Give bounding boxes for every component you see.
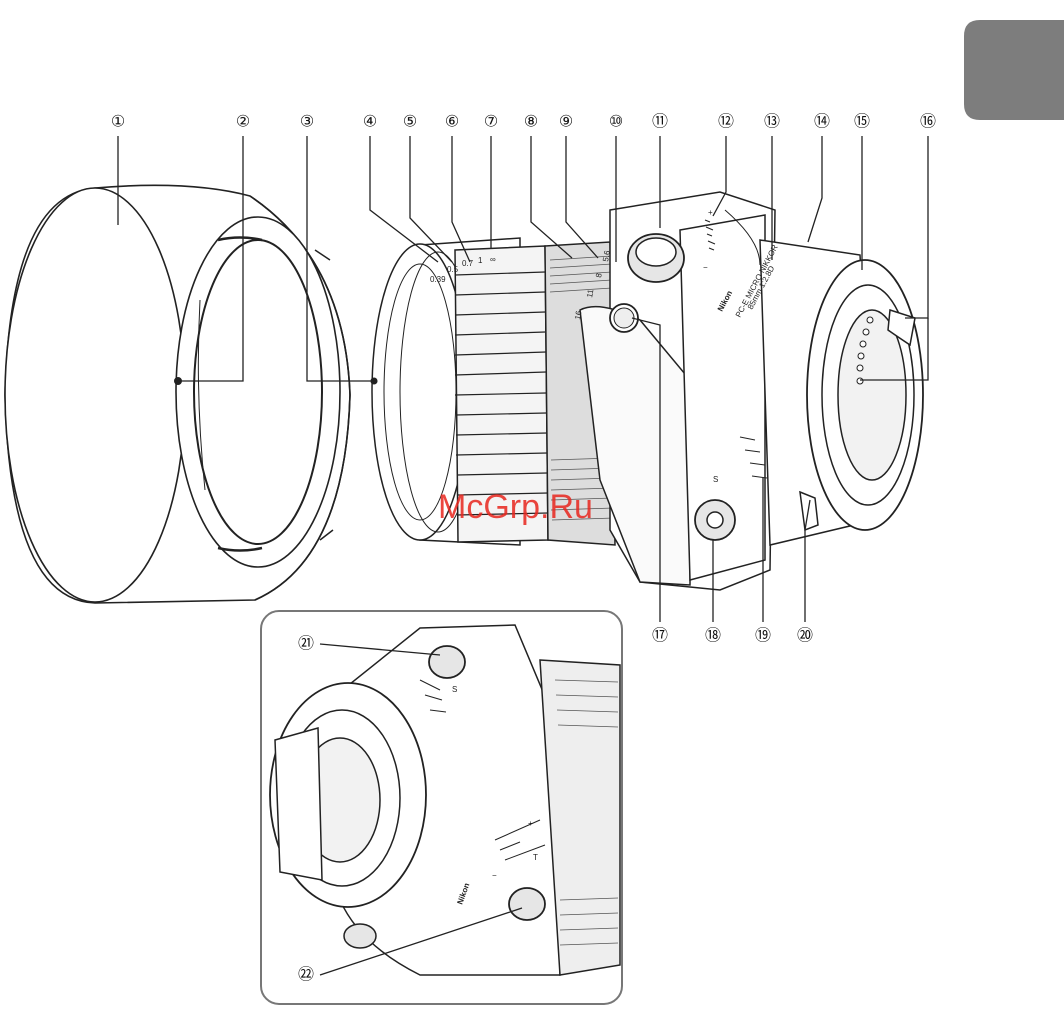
- callout-17: ⑰: [652, 627, 668, 645]
- inset-shift-s-mark: S: [452, 685, 457, 694]
- callout-5: ⑤: [403, 114, 417, 131]
- callout-22: ㉒: [298, 966, 314, 984]
- distance-mark-5: ∞: [490, 255, 496, 264]
- callout-21: ㉑: [298, 635, 314, 653]
- callout-3: ③: [300, 114, 314, 131]
- callout-13: ⑬: [764, 113, 780, 131]
- callout-16: ⑯: [920, 113, 936, 131]
- distance-mark-2: 0.5: [447, 265, 459, 274]
- watermark: McGrp.Ru: [438, 488, 593, 526]
- tilt-minus-mark: −: [703, 263, 708, 272]
- callout-10: ⑩: [609, 114, 623, 131]
- lens-body: [371, 192, 923, 590]
- callout-12: ⑫: [718, 113, 734, 131]
- inset-tilt-minus-mark: −: [492, 871, 497, 880]
- callout-20: ⑳: [797, 627, 813, 645]
- callout-7: ⑦: [484, 114, 498, 131]
- page-tab: [964, 20, 1064, 120]
- shift-s-mark: S: [713, 475, 718, 484]
- callout-18: ⑱: [705, 627, 721, 645]
- tilt-plus-mark: +: [708, 208, 713, 217]
- callout-2: ②: [236, 114, 250, 131]
- callout-6: ⑥: [445, 114, 459, 131]
- inset-tilt-t-mark: T: [533, 853, 538, 862]
- distance-mark-1: 0.39: [430, 275, 446, 284]
- callout-8: ⑧: [524, 114, 538, 131]
- callout-14: ⑭: [814, 113, 830, 131]
- lens-hood: [5, 185, 350, 603]
- inset-tilt-plus-mark: +: [528, 819, 533, 828]
- callout-15: ⑮: [854, 113, 870, 131]
- callout-19: ⑲: [755, 627, 771, 645]
- callout-11: ⑪: [652, 113, 668, 131]
- callout-1: ①: [111, 114, 125, 131]
- inset-detail: Nikon S T + −: [261, 611, 622, 1004]
- distance-mark-4: 1: [478, 256, 483, 265]
- distance-mark-3: 0.7: [462, 259, 474, 268]
- callout-9: ⑨: [559, 114, 573, 131]
- callout-4: ④: [363, 114, 377, 131]
